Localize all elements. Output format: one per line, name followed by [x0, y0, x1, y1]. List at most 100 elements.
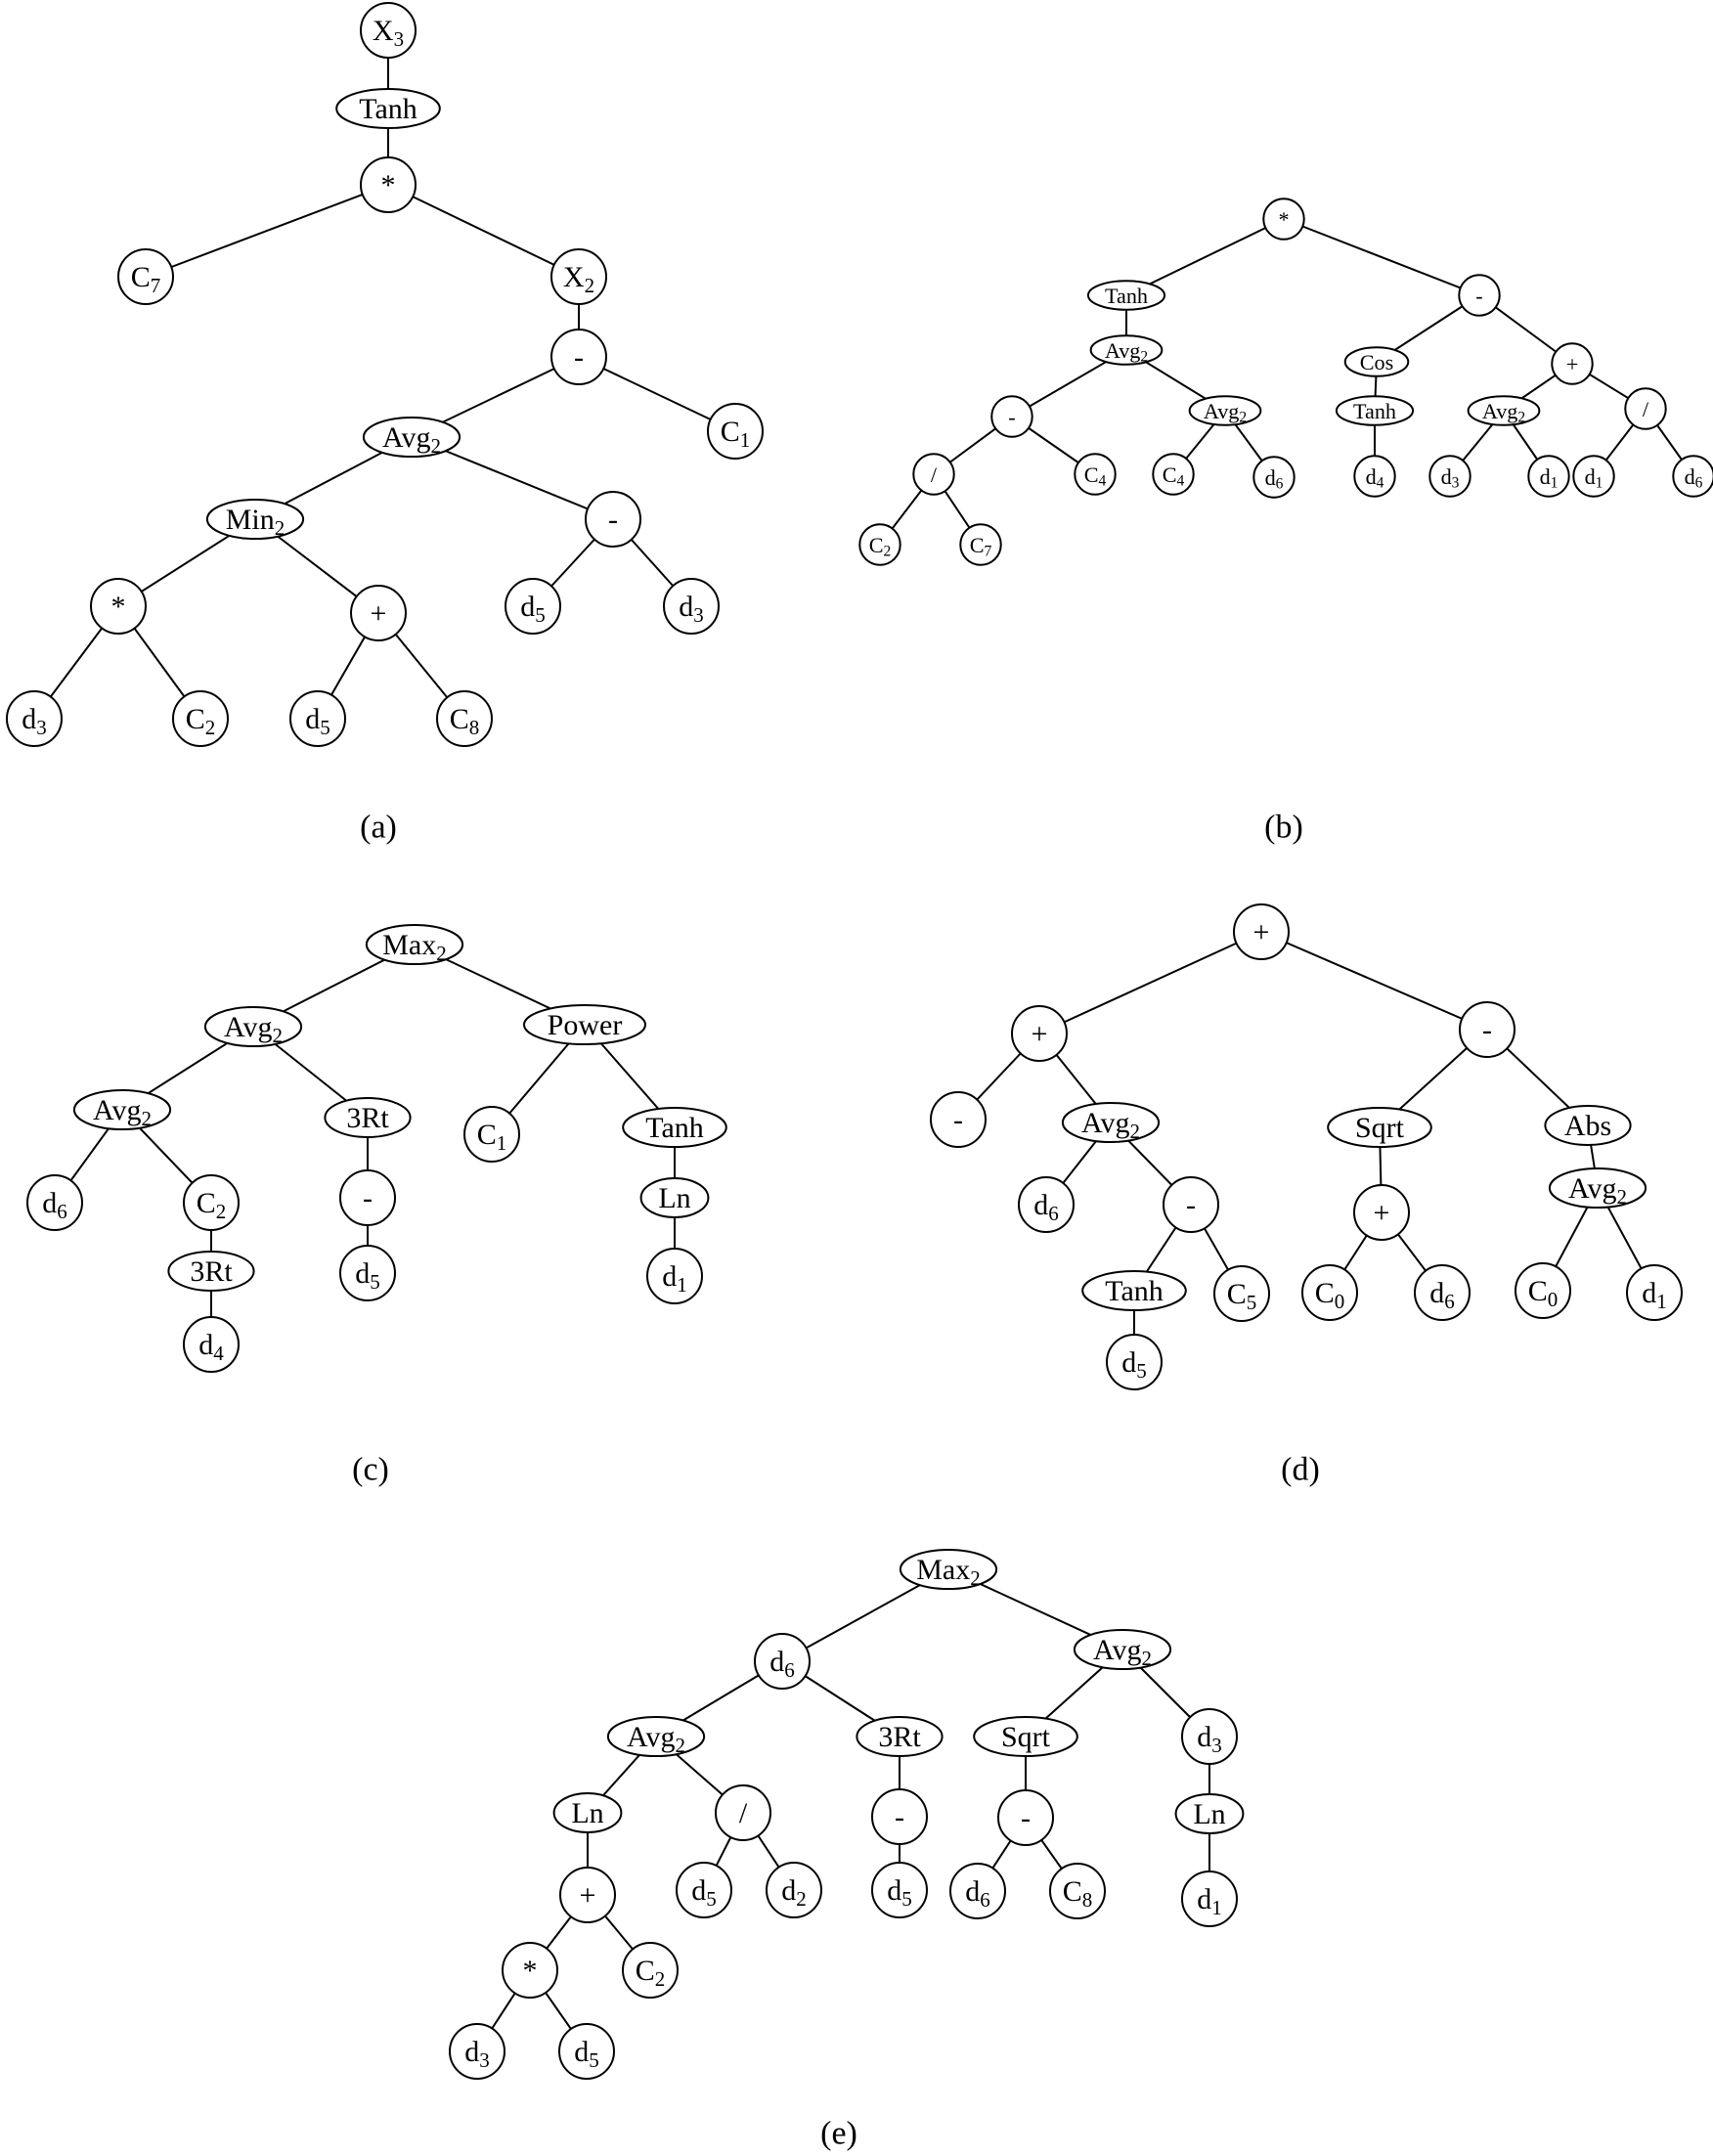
- node-label-text: C: [1063, 1875, 1082, 1908]
- tree-node-d-5: d5: [1106, 1334, 1163, 1390]
- node-label: d4: [1366, 464, 1384, 492]
- node-label: /: [1643, 397, 1649, 421]
- node-label: Avg2: [1093, 1634, 1152, 1671]
- tree-node-op: /: [715, 1784, 771, 1841]
- node-label: -: [953, 1104, 963, 1136]
- node-label-text: d: [520, 591, 535, 623]
- node-label-subscript: 1: [677, 1273, 687, 1297]
- tree-node-sqrt: Sqrt: [973, 1716, 1078, 1757]
- node-circle: [1181, 1870, 1238, 1927]
- node-ellipse: [639, 1177, 710, 1218]
- node-label-text: d: [887, 1874, 901, 1907]
- node-label: d3: [1441, 464, 1460, 492]
- node-label: Cos: [1360, 350, 1394, 374]
- node-circle: [1515, 1262, 1571, 1319]
- node-label-text: Avg: [93, 1094, 141, 1126]
- node-label-text: d: [464, 2036, 479, 2068]
- node-label: C2: [869, 533, 892, 560]
- node-ellipse: [72, 1089, 172, 1130]
- node-circle: [183, 1316, 240, 1373]
- node-label-text: d: [1441, 464, 1452, 489]
- node-label-text: -: [1186, 1189, 1196, 1221]
- node-label-text: d: [42, 1187, 57, 1219]
- node-label-text: C: [1227, 1278, 1247, 1310]
- edge-minus-c1: [578, 356, 736, 432]
- node-label-text: /: [1643, 397, 1649, 421]
- tree-node-d-5: d5: [871, 1862, 928, 1918]
- node-label-subscript: 6: [57, 1200, 67, 1223]
- node-label-subscript: 6: [784, 1658, 795, 1682]
- node-label-text: d: [305, 703, 320, 735]
- node-label: Avg2: [1105, 338, 1148, 366]
- node-circle: [550, 329, 607, 385]
- tree-node-op: *: [360, 156, 417, 213]
- node-label-text: C: [131, 261, 151, 293]
- node-label: d1: [662, 1260, 687, 1298]
- node-label-subscript: 7: [985, 543, 992, 559]
- node-circle: [912, 453, 955, 496]
- tree-node-tanh: Tanh: [1081, 1270, 1187, 1311]
- node-label-text: d: [1685, 464, 1695, 489]
- node-label-text: -: [1475, 284, 1482, 308]
- node-label: *: [1278, 207, 1289, 232]
- node-circle: [1353, 455, 1396, 498]
- tree-node-op: -: [1458, 274, 1501, 317]
- node-label: Tanh: [1105, 1275, 1164, 1307]
- node-label: C7: [131, 261, 161, 298]
- node-circle: [1152, 453, 1195, 496]
- tree-node-d-6: d6: [1252, 456, 1296, 499]
- node-label-text: Cos: [1360, 350, 1394, 374]
- node-label: d3: [22, 703, 47, 740]
- node-ellipse: [335, 88, 441, 129]
- node-label-text: C: [636, 1955, 655, 1987]
- node-label-subscript: 3: [693, 603, 704, 627]
- node-label-text: Avg: [627, 1721, 675, 1753]
- node-circle: [550, 248, 607, 305]
- node-label-text: Tanh: [1105, 1275, 1164, 1307]
- node-label-text: 3Rt: [190, 1255, 233, 1288]
- tree-node-op: -: [585, 491, 641, 548]
- node-label: Power: [548, 1009, 623, 1041]
- node-label: *: [381, 169, 396, 201]
- node-label-text: -: [363, 1182, 373, 1214]
- tree-node-op: -: [990, 395, 1033, 438]
- node-label-text: Tanh: [1353, 399, 1396, 423]
- tree-node-c-8: C8: [1049, 1863, 1106, 1919]
- tree-node-d-1: d1: [1181, 1870, 1238, 1927]
- tree-node-avg-2: Avg2: [1061, 1102, 1161, 1143]
- node-label: C0: [1528, 1275, 1559, 1312]
- node-circle: [1213, 1265, 1270, 1322]
- node-label: Tanh: [359, 93, 417, 125]
- tree-node-tanh: Tanh: [1335, 395, 1415, 426]
- tree-node-op: +: [350, 585, 407, 641]
- tree-node-op: +: [1233, 903, 1290, 960]
- node-circle: [350, 585, 407, 641]
- node-circle: [871, 1862, 928, 1918]
- node-label: Avg2: [224, 1011, 283, 1048]
- tree-node-cos: Cos: [1343, 346, 1410, 377]
- node-label-subscript: 2: [272, 1024, 283, 1047]
- node-label: d2: [781, 1874, 807, 1912]
- node-label-text: X: [373, 15, 394, 47]
- node-label-subscript: 2: [216, 1200, 227, 1223]
- node-label: -: [608, 504, 618, 536]
- node-circle: [1428, 455, 1471, 498]
- node-circle: [949, 1863, 1006, 1919]
- node-label-text: C: [477, 1119, 497, 1151]
- node-circle: [1353, 1184, 1410, 1241]
- node-label-text: d: [781, 1874, 796, 1907]
- node-circle: [1262, 198, 1305, 241]
- node-label-text: -: [1021, 1802, 1031, 1834]
- edge-plus-minus: [1260, 931, 1488, 1031]
- node-label-text: Avg: [1204, 399, 1240, 423]
- node-label-subscript: 2: [675, 1734, 685, 1757]
- node-circle: [622, 1942, 679, 1999]
- tree-node-op: -: [997, 1789, 1054, 1846]
- node-label-text: /: [931, 462, 938, 487]
- node-label: d4: [198, 1329, 224, 1366]
- tree-node-3rt: 3Rt: [856, 1716, 944, 1757]
- node-ellipse: [203, 1006, 303, 1047]
- node-label-text: Tanh: [359, 93, 417, 125]
